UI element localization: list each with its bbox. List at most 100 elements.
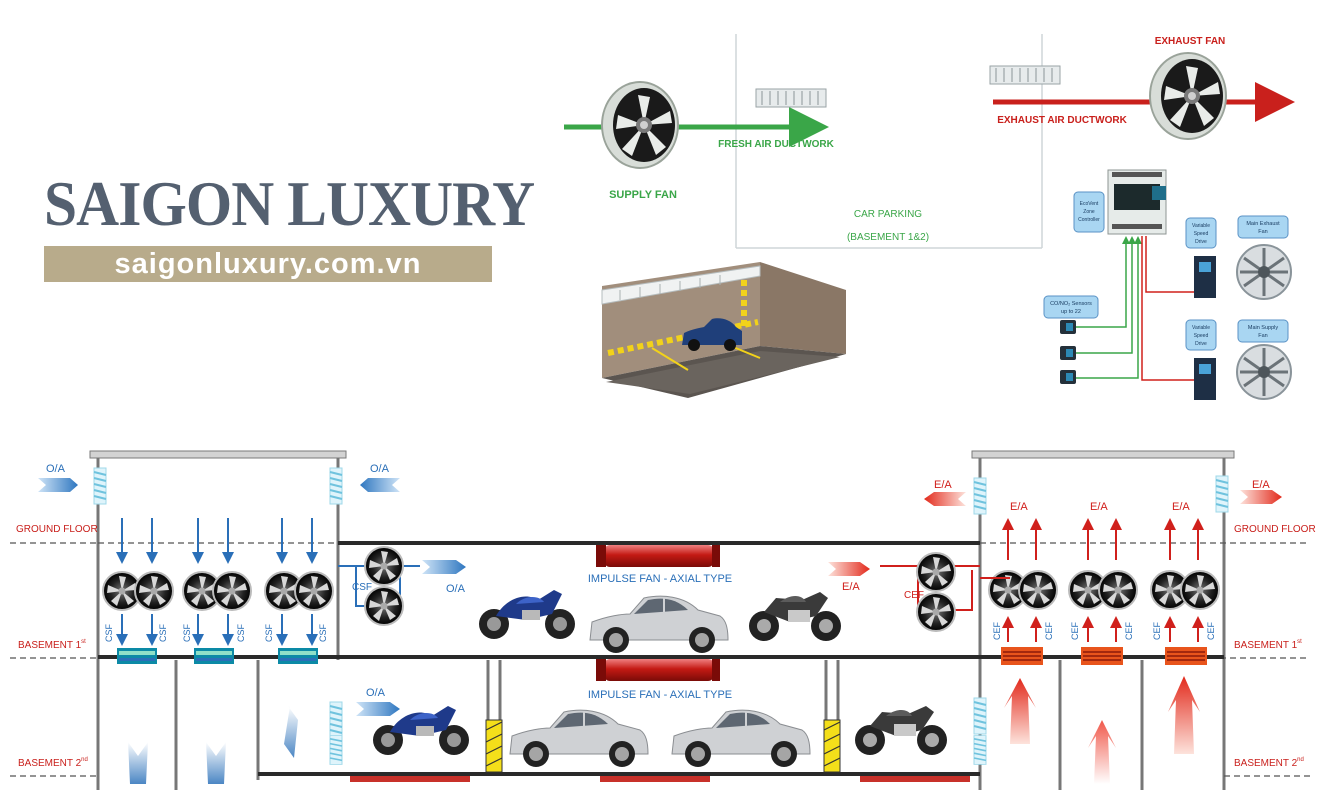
supply-down-arrows (116, 518, 318, 646)
main-exhaust-tag: Main Exhaust Fan (1237, 215, 1289, 239)
supply-side: O/A O/A CSF CSF CSF CSF CSF CS (38, 463, 466, 784)
exhaust-soft-arrow (1168, 676, 1200, 754)
brand-logo: SAIGON LUXURY saigonluxury.com.vn (44, 168, 535, 282)
supply-fan-label: SUPPLY FAN (609, 189, 677, 201)
csf-fan-icon (212, 571, 252, 611)
exhaust-vsd-line-2: Speed (1194, 231, 1209, 237)
cef-label: CEF (1124, 621, 1134, 640)
exhaust-vsd-tag: Variable Speed Drive (1185, 217, 1217, 249)
exhaust-fan-label: EXHAUST FAN (1155, 36, 1226, 47)
csf-label: CSF (236, 623, 246, 642)
csf-label: CSF (158, 623, 168, 642)
zone-controller-line-1: EcoVent (1080, 201, 1099, 207)
brand-url: saigonluxury.com.vn (44, 246, 492, 282)
level-labels: GROUND FLOOR GROUND FLOOR BASEMENT 1st B… (16, 524, 1316, 769)
duct-fan-top-icon (364, 546, 404, 586)
basement1-label-right: BASEMENT 1st (1234, 639, 1302, 651)
ea-label-b1: E/A (842, 581, 860, 593)
exhaust-vsd-device-icon (1194, 256, 1216, 298)
car-parking-label: CAR PARKING (854, 209, 922, 220)
cef-duct-label: CEF (904, 590, 924, 601)
sensor-icons (1060, 320, 1076, 384)
ea-label-left: E/A (934, 479, 952, 491)
cef-labels: CEF CEF CEF CEF CEF CEF (992, 621, 1216, 640)
supply-vsd-line-3: Drive (1195, 341, 1207, 347)
b2-grille-right-icon (973, 697, 987, 735)
oa-label-b2: O/A (366, 687, 386, 699)
basement2-label-left: BASEMENT 2nd (18, 757, 88, 769)
cef-fan-icon (1098, 570, 1138, 610)
basement1-sup-left: st (81, 639, 86, 645)
csf-duct-label: CSF (352, 582, 372, 593)
zone-controller-line-3: Controller (1078, 217, 1100, 223)
b2-grille-left-icon (329, 734, 343, 766)
supply-vsd-tag: Variable Speed Drive (1185, 319, 1217, 351)
main-exhaust-line-2: Fan (1258, 229, 1267, 235)
cef-label: CEF (992, 621, 1002, 640)
cef-fan-icon (1018, 570, 1058, 610)
csf-discharge-arrow (422, 560, 466, 574)
csf-label: CSF (318, 623, 328, 642)
b2-grille-left-icon (329, 701, 343, 739)
exhaust-soft-arrow (1004, 678, 1036, 744)
csf-labels: CSF CSF CSF CSF CSF CSF (104, 623, 328, 642)
exhaust-up-arrows (1002, 518, 1204, 642)
csf-fan-icon (294, 571, 334, 611)
parking-garage-illustration (598, 256, 850, 404)
drive-wiring (1141, 236, 1196, 381)
car-icon (509, 709, 649, 768)
ea-arrow-b1 (828, 562, 870, 576)
ea-label-2: E/A (1090, 501, 1108, 513)
basement2-text-left: BASEMENT 2 (18, 758, 82, 769)
exhaust-grille-right-icon (1215, 475, 1229, 513)
cef-label: CEF (1044, 621, 1054, 640)
b2-grille-right-icon (973, 734, 987, 766)
ea-label-3: E/A (1172, 501, 1190, 513)
csf-label: CSF (182, 623, 192, 642)
cef-fan-icon (1180, 570, 1220, 610)
csf-label: CSF (264, 623, 274, 642)
sensor-line-2: up to 22 (1061, 309, 1081, 315)
oa-arrow-b2 (356, 702, 400, 716)
ea-arrow-left (924, 492, 966, 506)
csf-label: CSF (104, 623, 114, 642)
sensor-wiring (1076, 240, 1139, 379)
ea-arrow-right (1240, 490, 1282, 504)
exhaust-diffuser-icon (1164, 646, 1208, 666)
impulse-fan-label-b1: IMPULSE FAN - AXIAL TYPE (588, 573, 732, 585)
main-supply-tag: Main Supply Fan (1237, 319, 1289, 343)
supply-soft-arrow (206, 742, 226, 784)
main-exhaust-fan-icon (1236, 244, 1292, 300)
impulse-fan-b2-icon (604, 659, 714, 681)
main-supply-line-2: Fan (1258, 333, 1267, 339)
ea-label-right: E/A (1252, 479, 1270, 491)
exhaust-vsd-line-3: Drive (1195, 239, 1207, 245)
supply-diffuser-icon (194, 648, 234, 664)
ground-floor-label-left: GROUND FLOOR (16, 524, 98, 535)
exhaust-side: E/A E/A E/A E/A E/A CEF CEF CEF (828, 475, 1282, 784)
car-icon (589, 595, 729, 654)
car-icon (671, 709, 811, 768)
motorcycle-icon (479, 590, 575, 639)
basement2-sup-right: nd (1297, 757, 1304, 763)
impulse-fans: IMPULSE FAN - AXIAL TYPE IMPULSE FAN - A… (588, 545, 732, 701)
exhaust-vsd-line-1: Variable (1192, 223, 1210, 229)
control-system: EcoVent Zone Controller CO/NO₂ Sensors u… (1043, 169, 1292, 400)
basement1-text-right: BASEMENT 1 (1234, 640, 1298, 651)
ground-floor-label-right: GROUND FLOOR (1234, 524, 1316, 535)
supply-diffuser-icon (117, 648, 157, 664)
supply-soft-arrow (128, 742, 148, 784)
duct-fan-top-icon (916, 552, 956, 592)
supply-vsd-line-1: Variable (1192, 325, 1210, 331)
motorcycle-icon (749, 592, 841, 641)
basement1-sup-right: st (1297, 639, 1302, 645)
cef-label: CEF (1070, 621, 1080, 640)
basement1-text-left: BASEMENT 1 (18, 640, 82, 651)
exhaust-diffuser-icon (1000, 646, 1044, 666)
fresh-air-duct-label: FRESH AIR DUCTWORK (718, 139, 835, 150)
motorcycle-icon (855, 706, 947, 755)
oa-arrow-right (360, 478, 400, 492)
exhaust-soft-arrow (1088, 720, 1116, 784)
supply-diffuser-icon (278, 648, 318, 664)
